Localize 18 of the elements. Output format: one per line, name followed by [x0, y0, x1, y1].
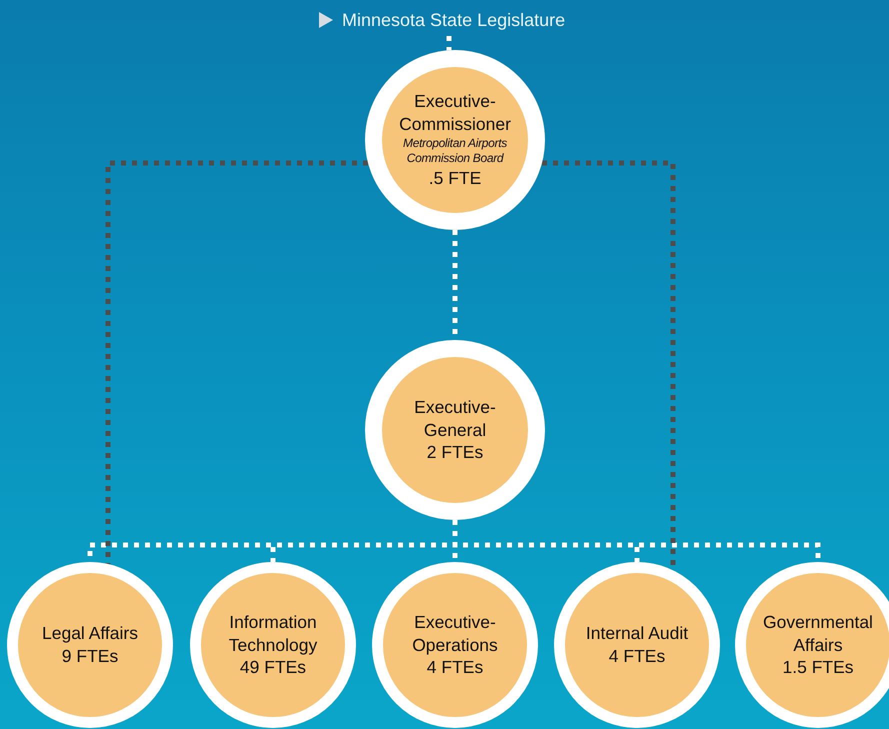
fte-count: .5 FTE: [428, 166, 482, 190]
fte-count: 9 FTEs: [62, 645, 118, 668]
unit-name: Executive-Commissioner: [398, 90, 512, 136]
unit-name: Executive-General: [413, 396, 497, 442]
connector-line: [446, 36, 452, 50]
legislature-label: Minnesota State Legislature: [342, 10, 566, 30]
unit-name: Governmental Affairs: [762, 610, 874, 656]
fte-count: 1.5 FTEs: [782, 656, 854, 680]
fte-count: 2 FTEs: [426, 441, 484, 464]
fte-count: 4 FTEs: [426, 656, 484, 680]
unit-name: Information Technology: [228, 610, 318, 656]
unit-name: Internal Audit: [584, 622, 690, 645]
connector-line: [106, 160, 368, 564]
fte-count: 49 FTEs: [240, 656, 306, 680]
unit-name: Legal Affairs: [41, 622, 139, 645]
fte-count: 4 FTEs: [608, 645, 666, 668]
board-name: Metropolitan Airports Commission Board: [402, 136, 508, 167]
unit-name: Executive-Operations: [411, 610, 499, 656]
